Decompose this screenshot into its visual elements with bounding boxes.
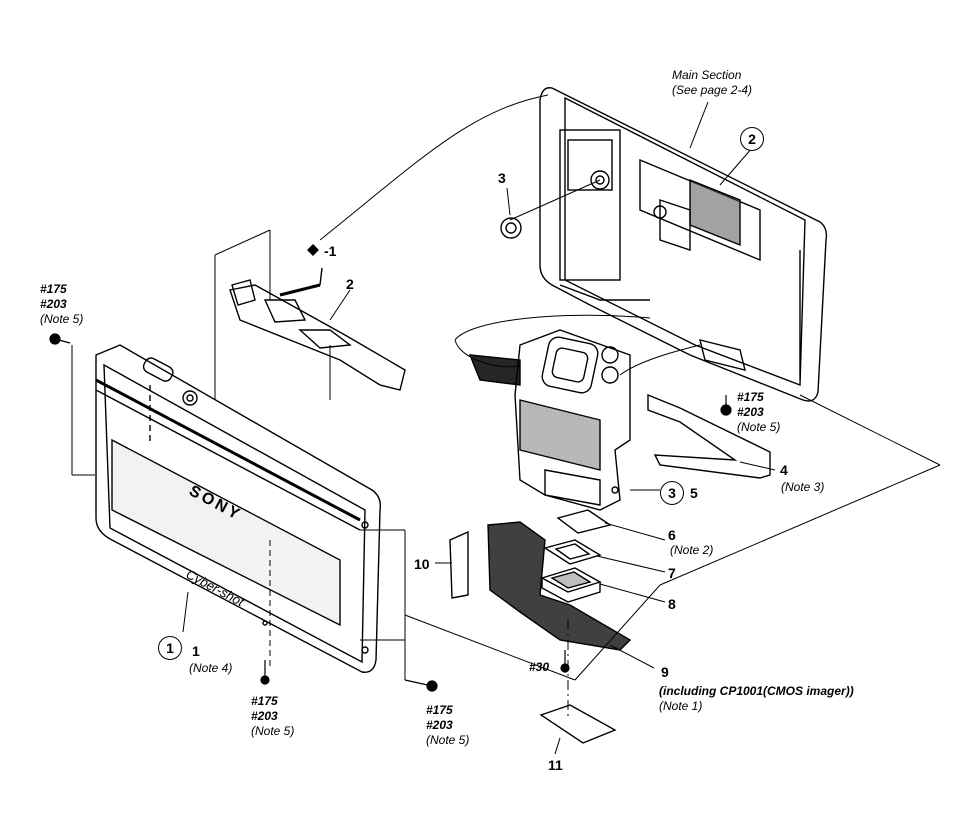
part-2-bracket [229,267,406,391]
part-7-frame [543,539,602,565]
part-6-sheet [556,509,612,534]
circle-ref-3: 3 [660,481,684,505]
part-4-note: (Note 3) [781,480,825,494]
part-7-number: 7 [668,565,676,581]
alignment-lines [71,94,941,720]
part-11-sheet [539,704,617,744]
part-5-number: 5 [690,485,698,501]
part-4-flex [647,393,771,479]
front-cover [95,344,382,673]
part-9-flex-board [487,521,632,651]
part-9-desc: (including CP1001(CMOS imager)) (Note 1) [659,684,854,713]
part-2-1-diamond [307,244,319,256]
screws [49,333,732,692]
circle-ref-1: 1 [158,636,182,660]
part-9-number: 9 [661,664,669,680]
screw-label-left-top: #175 #203 (Note 5) [40,282,84,326]
part-8-holder [540,567,602,603]
screw-label-right-mid: #175 #203 (Note 5) [737,390,781,434]
main-section-ref: (See page 2-4) [672,83,753,97]
main-section-housing [539,87,828,402]
part-1-note: (Note 4) [189,661,233,675]
circle-ref-2: 2 [740,127,764,151]
part-6-number: 6 [668,527,676,543]
screw-label-bottom-2: #175 #203 (Note 5) [426,703,470,747]
main-section-title: Main Section [672,68,742,82]
screw-label-bottom-1: #175 #203 (Note 5) [251,694,295,738]
part-10-number: 10 [414,556,430,572]
part-4-number: 4 [780,462,788,478]
main-section-label: Main Section (See page 2-4) [672,68,752,98]
part-1-number: 1 [192,643,200,659]
part-11-number: 11 [548,757,563,773]
part-10-strip [449,530,469,599]
part-6-note: (Note 2) [670,543,714,557]
part-3-ring [500,217,522,239]
part-3-number: 3 [498,170,506,186]
part-5-assembly [468,329,631,511]
part-8-number: 8 [668,596,676,612]
part-2-number: 2 [346,276,354,292]
screw-label-30: #30 [529,660,550,674]
part-2-1-number: -1 [324,243,337,259]
leader-lines [182,101,776,755]
